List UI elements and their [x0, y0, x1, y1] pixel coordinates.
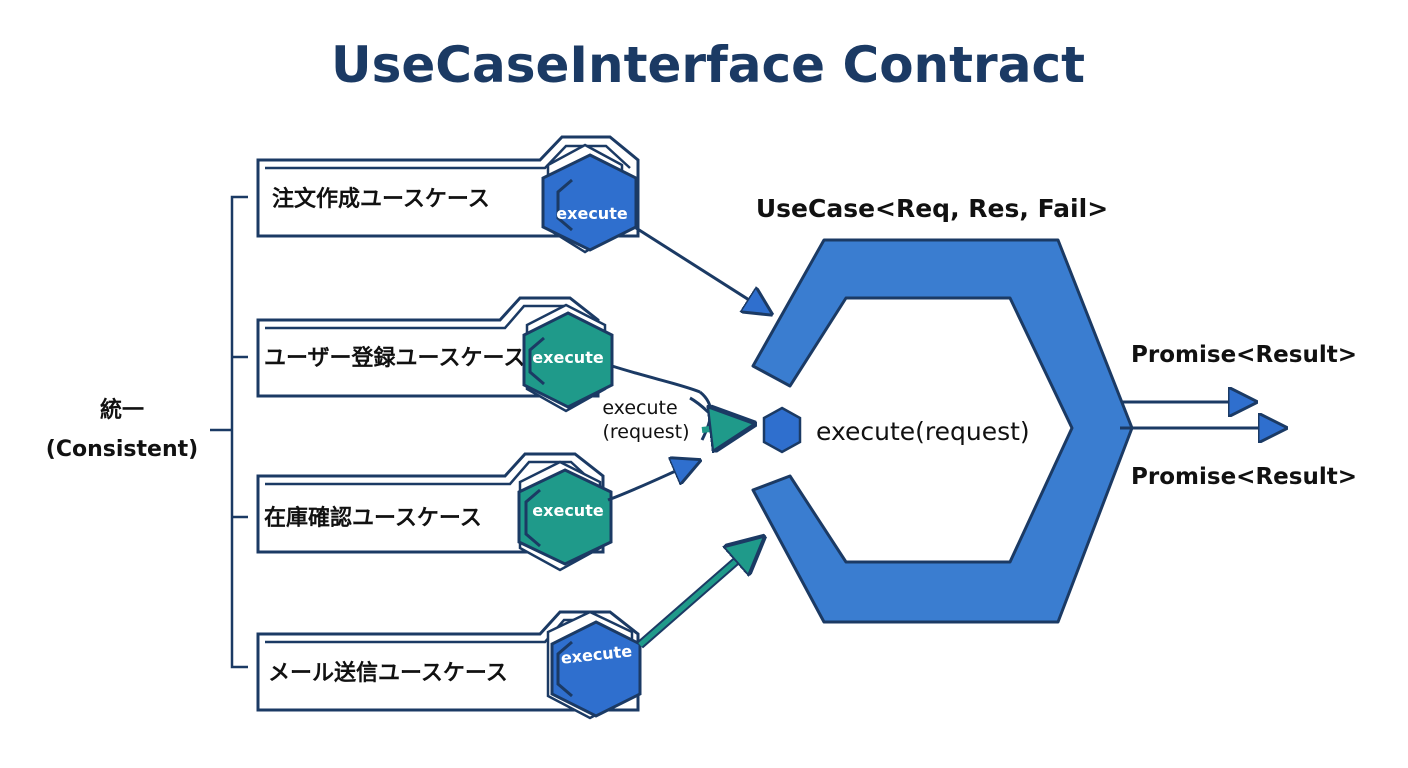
execute-hexagon-icon[interactable]: execute — [522, 303, 614, 413]
usecase-card-inventory: 在庫確認ユースケース execute — [256, 452, 613, 572]
interface-name: UseCase<Req, Res, Fail> — [756, 194, 1108, 223]
consistent-bracket — [210, 195, 248, 669]
execute-label: execute — [532, 348, 604, 367]
page-title: UseCaseInterface Contract — [331, 36, 1085, 94]
merge-label-line1: execute — [602, 397, 677, 419]
usecase-label: 注文作成ユースケース — [272, 186, 490, 212]
output-label-2: Promise<Result> — [1131, 464, 1357, 490]
connector-arrows — [607, 226, 768, 649]
execute-hexagon-icon[interactable]: execute — [541, 143, 638, 254]
execute-hexagon-icon[interactable]: execute — [517, 460, 613, 572]
execute-hexagon-icon[interactable]: execute — [546, 610, 642, 720]
side-label-jp: 統一 — [100, 397, 144, 423]
usecase-card-email: メール送信ユースケース execute — [256, 610, 642, 720]
merge-label-line2: (request) — [602, 421, 689, 443]
usecase-label: メール送信ユースケース — [268, 660, 508, 686]
usecase-card-user-registration: ユーザー登録ユースケース execute — [256, 296, 614, 413]
execute-label: execute — [532, 501, 604, 520]
output-arrows — [1120, 402, 1282, 428]
execute-port-icon[interactable] — [762, 406, 802, 454]
interface-port-label: execute(request) — [816, 417, 1030, 446]
output-label-1: Promise<Result> — [1131, 342, 1357, 368]
usecase-card-order: 注文作成ユースケース execute — [256, 135, 640, 254]
usecase-label: ユーザー登録ユースケース — [264, 345, 525, 371]
execute-label: execute — [556, 204, 628, 223]
usecase-interface-hexagon — [751, 238, 1134, 624]
side-label-en: (Consistent) — [46, 437, 198, 462]
usecase-label: 在庫確認ユースケース — [264, 505, 482, 531]
